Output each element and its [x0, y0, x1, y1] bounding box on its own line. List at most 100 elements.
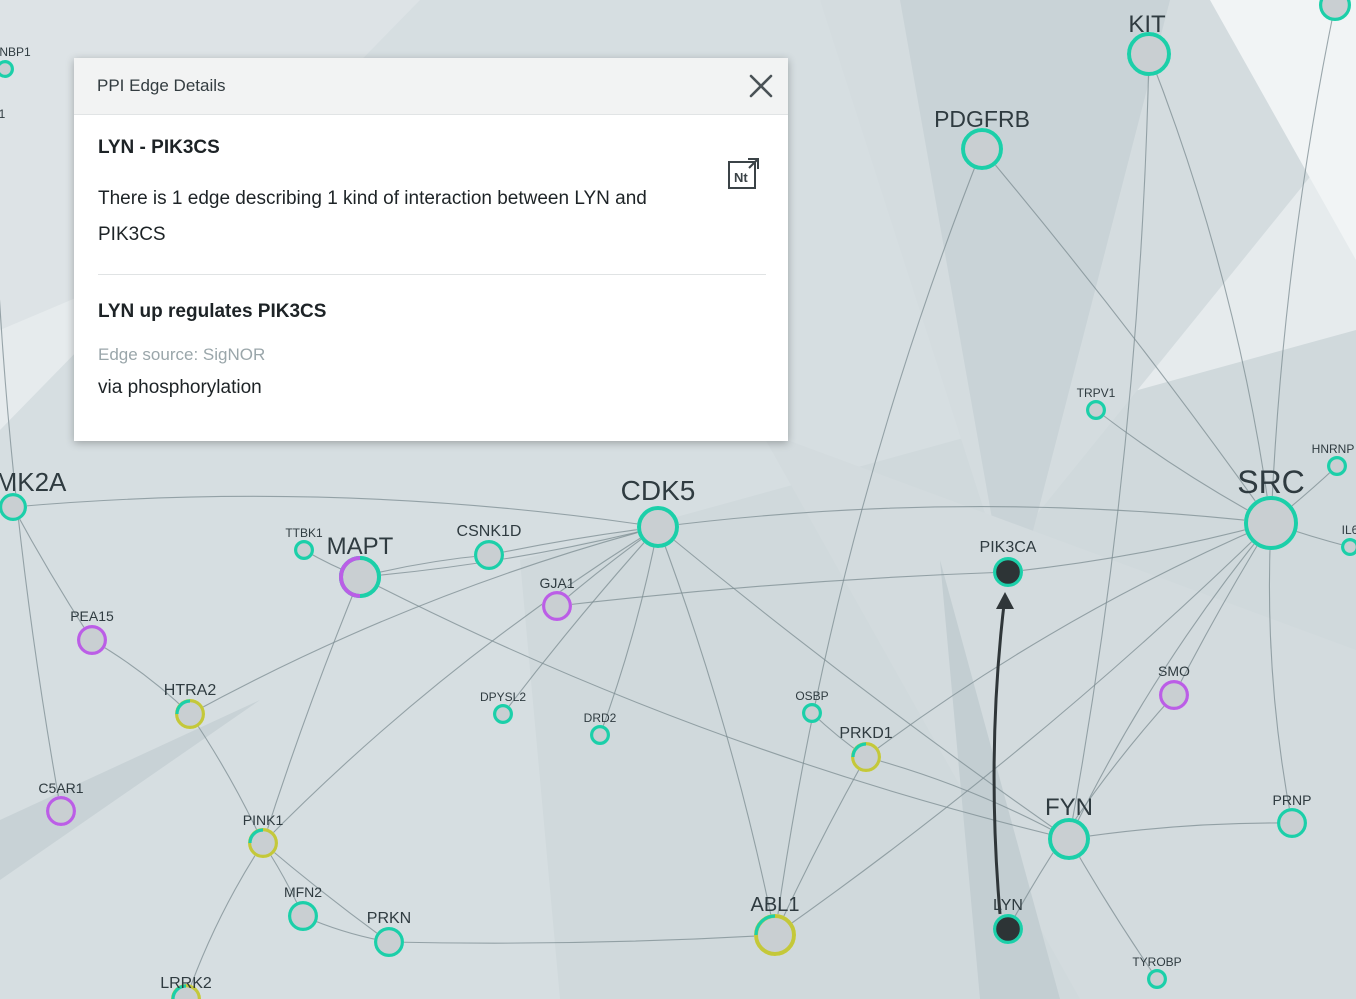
- node-circle[interactable]: [1276, 807, 1307, 838]
- edge-src-pik3ca[interactable]: [1007, 522, 1272, 573]
- node-dpysl2[interactable]: DPYSL2: [480, 690, 526, 724]
- node-edge1[interactable]: 1: [0, 107, 6, 121]
- node-kit[interactable]: KIT: [1127, 11, 1171, 76]
- node-nbp1[interactable]: NBP1: [0, 45, 31, 78]
- node-mfn2[interactable]: MFN2: [284, 884, 322, 931]
- edge-mk2a-pea15[interactable]: [12, 506, 93, 641]
- edge-cdk5-fyn[interactable]: [657, 526, 1070, 840]
- edge-smo-lyn[interactable]: [1007, 694, 1175, 930]
- edge-pik3ca-gja1[interactable]: [556, 571, 1009, 607]
- node-circle[interactable]: [992, 913, 1023, 944]
- node-tyrobp[interactable]: TYROBP: [1132, 955, 1182, 989]
- edge-cdk5-mapt[interactable]: [359, 526, 659, 578]
- edge-cdk5-dpysl2[interactable]: [502, 526, 659, 715]
- edge-cdk5-mk2a[interactable]: [12, 495, 659, 528]
- edge-src-prkd1[interactable]: [865, 522, 1272, 758]
- node-gja1[interactable]: GJA1: [539, 575, 575, 621]
- node-circle[interactable]: [288, 900, 319, 931]
- edge-src-abl1[interactable]: [774, 522, 1272, 936]
- node-c5ar1[interactable]: C5AR1: [38, 780, 84, 826]
- node-lyn[interactable]: LYN: [992, 897, 1023, 944]
- node-src[interactable]: SRC: [1237, 464, 1305, 550]
- edge-src-topr[interactable]: [1270, 4, 1336, 524]
- edge-mapt-fyn[interactable]: [359, 576, 1070, 840]
- close-button[interactable]: [748, 73, 774, 99]
- edge-cdk5-pink1[interactable]: [262, 526, 659, 844]
- node-htra2[interactable]: HTRA2: [164, 682, 217, 729]
- node-mk2a[interactable]: MK2A: [0, 467, 67, 521]
- node-circle[interactable]: [1146, 968, 1167, 989]
- node-circle[interactable]: [1244, 496, 1298, 550]
- edge-htra2-pink1[interactable]: [189, 713, 264, 844]
- edge-c5ar1-edge1[interactable]: [0, 112, 62, 812]
- node-prnp[interactable]: PRNP: [1273, 792, 1312, 838]
- edge-mapt-pink1[interactable]: [262, 576, 361, 844]
- edge-kit-fyn[interactable]: [1068, 53, 1150, 840]
- node-fyn[interactable]: FYN: [1045, 794, 1093, 860]
- node-circle[interactable]: [493, 703, 514, 724]
- node-csnk1d[interactable]: CSNK1D: [457, 523, 522, 570]
- node-smo[interactable]: SMO: [1158, 663, 1190, 710]
- node-pea15[interactable]: PEA15: [70, 608, 114, 655]
- node-circle[interactable]: [992, 556, 1023, 587]
- open-in-ndex-button[interactable]: Nt: [727, 157, 760, 190]
- node-circle[interactable]: [589, 724, 610, 745]
- edge-fyn-prkd1[interactable]: [865, 756, 1070, 840]
- node-circle[interactable]: [1048, 818, 1090, 860]
- node-label: PIK3CA: [980, 539, 1037, 556]
- node-circle[interactable]: [0, 493, 27, 521]
- node-abl1[interactable]: ABL1: [751, 894, 800, 956]
- node-circle[interactable]: [1085, 400, 1106, 421]
- node-il6[interactable]: IL6: [1341, 523, 1356, 556]
- edge-pink1-prkn[interactable]: [262, 842, 390, 943]
- panel-title: PPI Edge Details: [97, 76, 226, 95]
- node-lrrk2[interactable]: LRRK2: [160, 975, 212, 999]
- node-drd2[interactable]: DRD2: [584, 711, 617, 745]
- node-mapt[interactable]: MAPT: [327, 533, 394, 598]
- node-circle[interactable]: [1127, 32, 1171, 76]
- node-pink1[interactable]: PINK1: [243, 812, 284, 858]
- node-circle[interactable]: [637, 506, 679, 548]
- node-circle[interactable]: [374, 926, 405, 957]
- node-circle[interactable]: [0, 60, 14, 78]
- node-pdgfrb[interactable]: PDGFRB: [934, 106, 1030, 170]
- node-pik3ca[interactable]: PIK3CA: [980, 539, 1037, 587]
- node-trpv1[interactable]: TRPV1: [1077, 386, 1116, 421]
- node-cdk5[interactable]: CDK5: [621, 475, 696, 548]
- node-circle[interactable]: [1158, 679, 1189, 710]
- node-circle[interactable]: [76, 624, 107, 655]
- edge-src-fyn[interactable]: [1068, 522, 1272, 840]
- edge-prkd1-abl1[interactable]: [774, 756, 867, 936]
- edge-cdk5-drd2[interactable]: [599, 526, 659, 736]
- edge-prkn-abl1[interactable]: [388, 934, 776, 944]
- edge-fyn-prnp[interactable]: [1068, 822, 1293, 840]
- edge-src-pdgfrb[interactable]: [981, 148, 1272, 524]
- node-circle[interactable]: [1326, 456, 1347, 477]
- node-prkd1[interactable]: PRKD1: [839, 725, 893, 772]
- highlight-edge-layer[interactable]: [992, 592, 1014, 915]
- highlighted-edge-lyn-pik3ca[interactable]: [992, 595, 1007, 915]
- node-label: SMO: [1158, 663, 1190, 679]
- node-circle[interactable]: [294, 539, 315, 560]
- node-circle[interactable]: [45, 795, 76, 826]
- node-circle[interactable]: [801, 702, 822, 723]
- edge-src-kit[interactable]: [1148, 53, 1272, 524]
- edge-cdk5-abl1[interactable]: [657, 526, 776, 936]
- node-circle[interactable]: [961, 128, 1003, 170]
- node-circle-teal-part: [248, 828, 264, 844]
- node-circle[interactable]: [541, 590, 572, 621]
- node-circle[interactable]: [1319, 0, 1351, 21]
- node-topr[interactable]: [1319, 0, 1351, 21]
- edge-src-prnp[interactable]: [1268, 522, 1293, 824]
- interaction-mechanism: via phosphorylation: [98, 377, 262, 398]
- node-prkn[interactable]: PRKN: [367, 910, 411, 957]
- node-circle[interactable]: [1341, 538, 1356, 556]
- node-osbp[interactable]: OSBP: [795, 689, 829, 723]
- edge-pdgfrb-abl1[interactable]: [774, 148, 983, 936]
- edge-pink1-lrrk2[interactable]: [185, 842, 264, 999]
- node-hnrnp[interactable]: HNRNP: [1312, 442, 1355, 477]
- node-circle[interactable]: [474, 539, 505, 570]
- edge-src-cdk5[interactable]: [657, 506, 1272, 528]
- node-ttbk1[interactable]: TTBK1: [285, 526, 323, 560]
